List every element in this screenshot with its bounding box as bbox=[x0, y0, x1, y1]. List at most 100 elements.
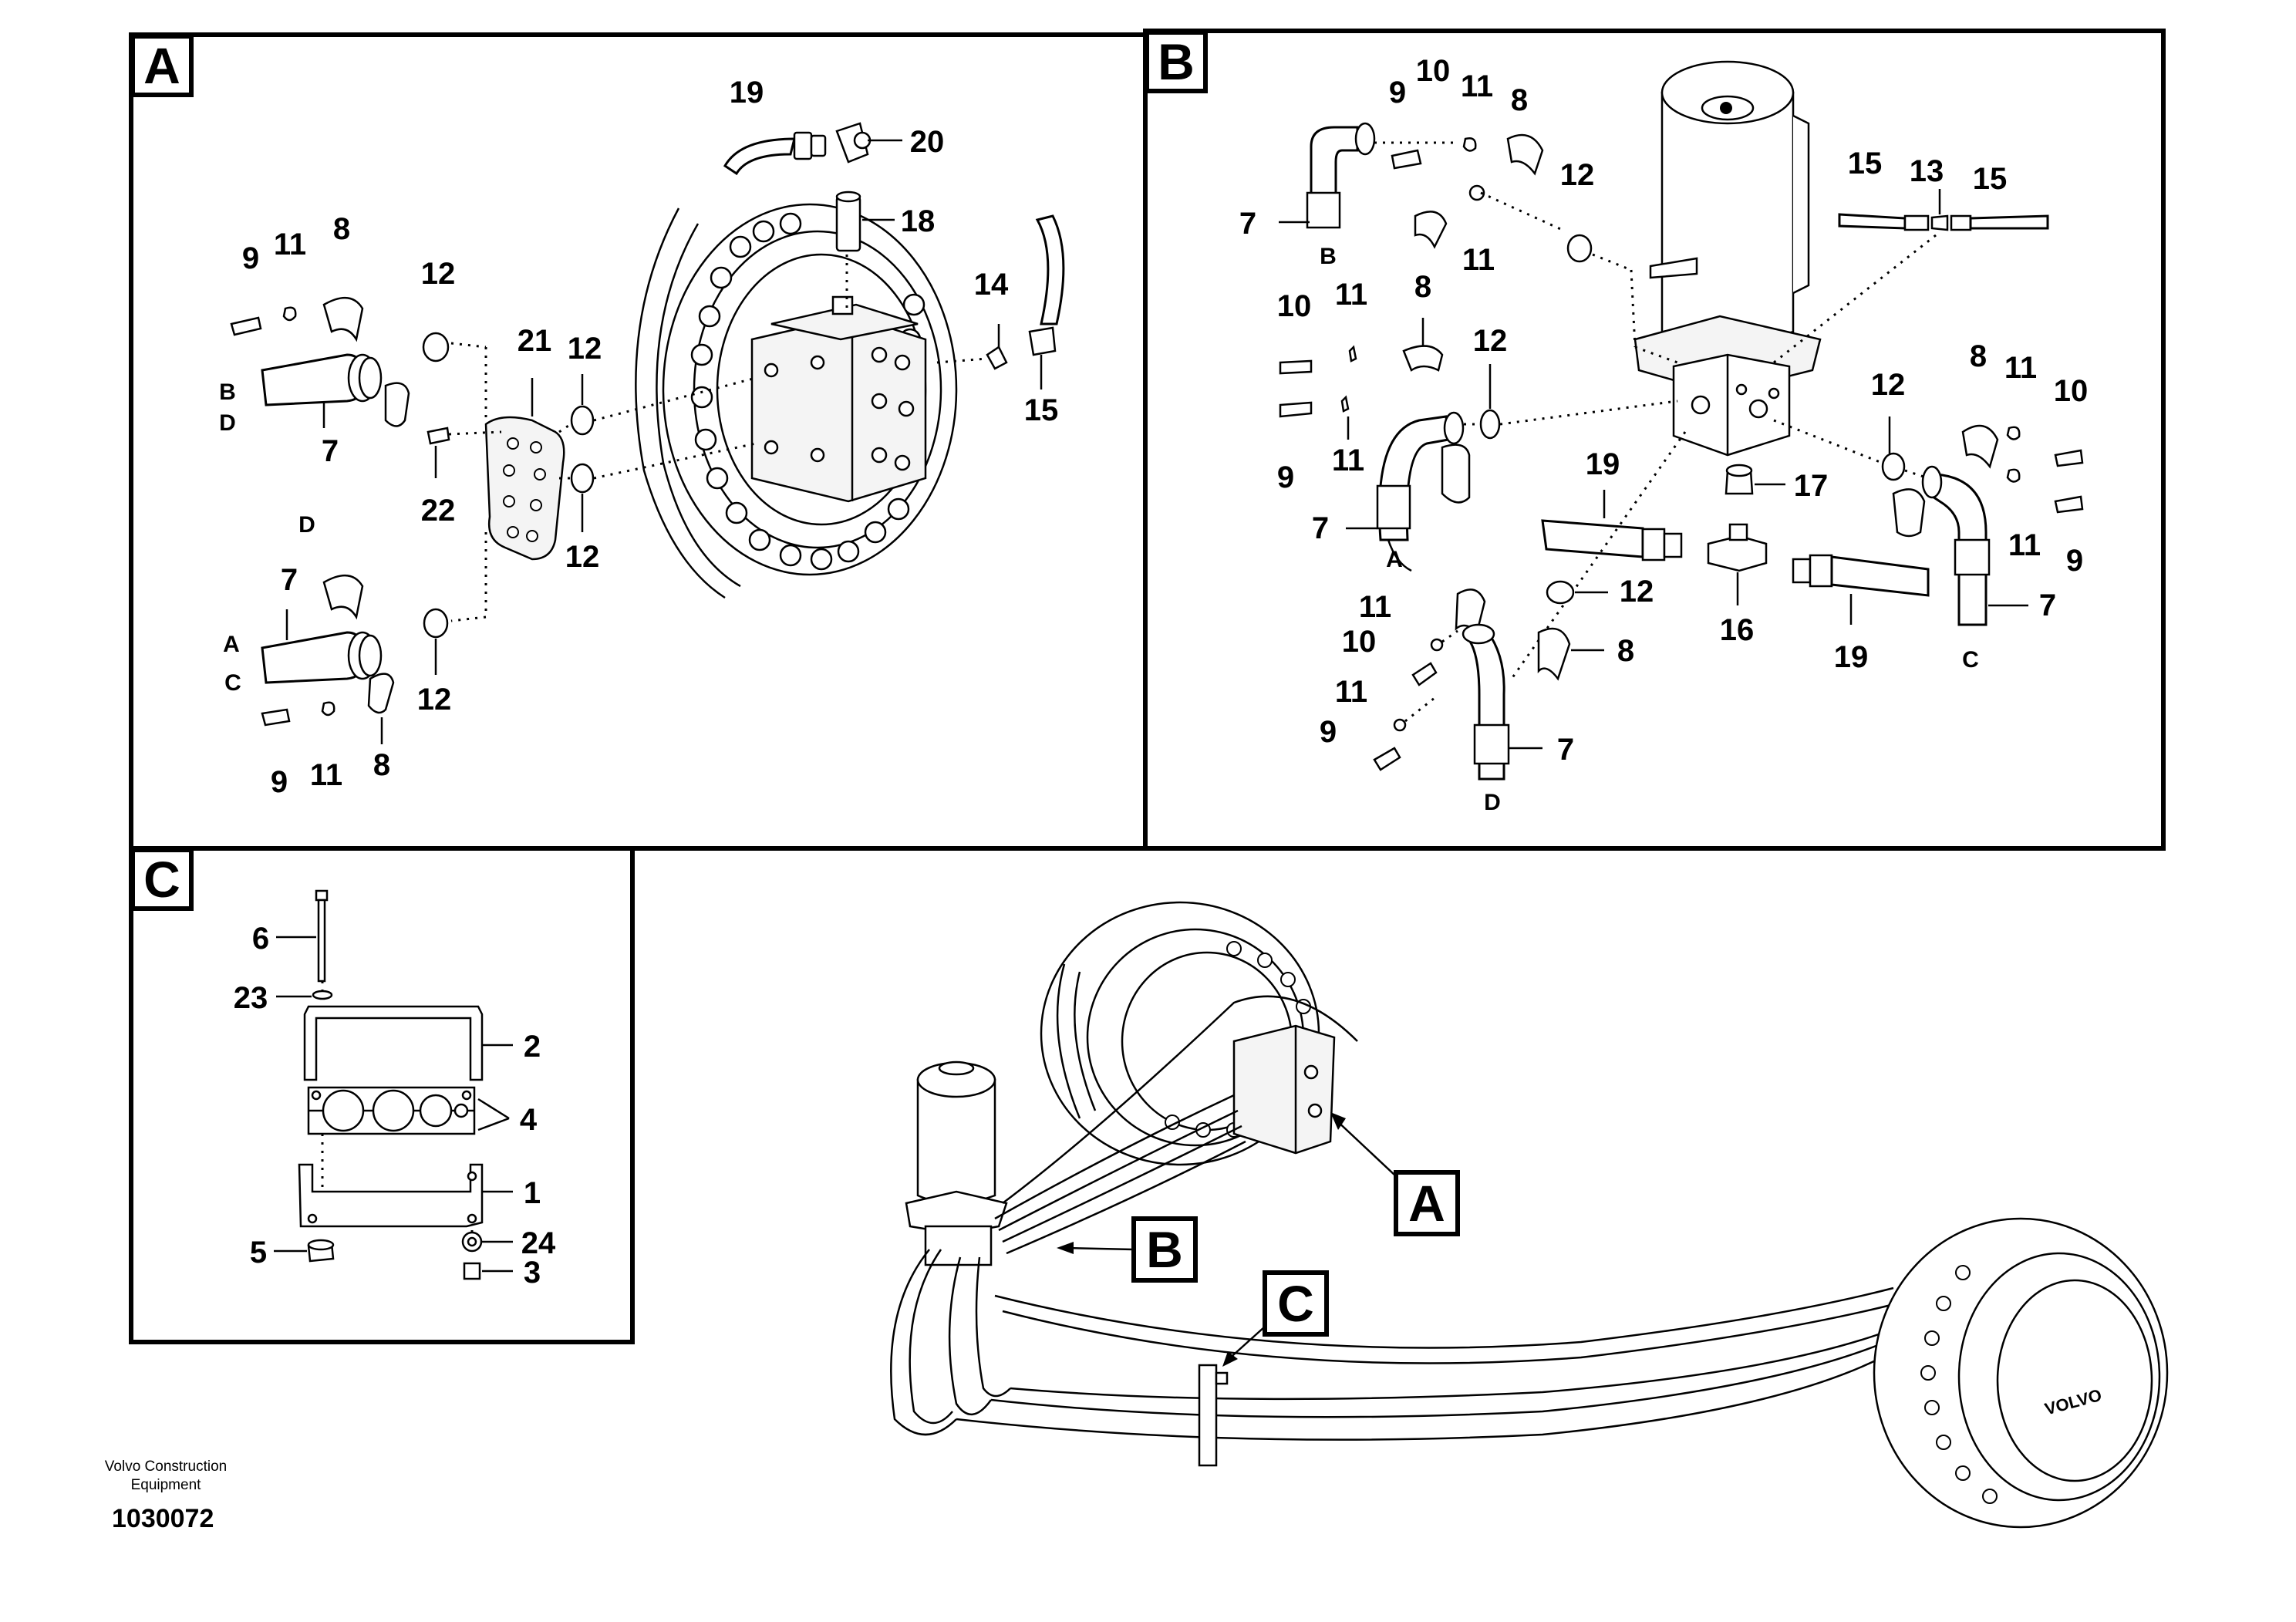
callout-a-12-1: 12 bbox=[421, 257, 456, 291]
washer-11-b2 bbox=[1468, 184, 1485, 201]
oring-12-b2 bbox=[1479, 409, 1501, 440]
callout-a-12-4: 12 bbox=[417, 683, 452, 717]
callout-b-12-2: 12 bbox=[1473, 324, 1508, 358]
callout-a-20: 20 bbox=[910, 125, 945, 159]
port-b-c: C bbox=[1962, 647, 1979, 673]
clamp-8-b6 bbox=[1892, 488, 1926, 538]
hose-19-right bbox=[1830, 555, 1930, 597]
callout-b-8-3: 8 bbox=[1970, 339, 1987, 373]
hose-19-left bbox=[1541, 519, 1644, 558]
panel-a-label-box bbox=[130, 34, 194, 97]
callout-a-14: 14 bbox=[974, 268, 1009, 302]
panel-b: B bbox=[1143, 29, 2166, 851]
callout-c-2: 2 bbox=[524, 1030, 541, 1064]
panel-b-callouts: 10 9 11 8 7 12 11 15 13 15 10 11 8 12 9 … bbox=[1239, 54, 2088, 815]
bolt-10-b3 bbox=[2054, 449, 2084, 467]
callout-b-11-4: 11 bbox=[1332, 443, 1364, 477]
panel-c: C bbox=[129, 846, 635, 1344]
callout-a-8-bottom: 8 bbox=[373, 748, 390, 782]
panel-c-label: C bbox=[143, 851, 180, 908]
pointer-a-box bbox=[1394, 1170, 1460, 1236]
washer-11-top bbox=[282, 306, 297, 322]
swivel-joint-drawing bbox=[1633, 60, 1822, 457]
panel-a: A bbox=[129, 32, 1148, 851]
oring-12-a3 bbox=[570, 463, 595, 494]
callout-a-22: 22 bbox=[421, 494, 456, 528]
port-a-a: A bbox=[223, 632, 240, 657]
hose-7-bd bbox=[261, 353, 364, 406]
panel-a-callouts: 19 20 18 9 11 8 12 21 12 14 15 7 22 12 7… bbox=[219, 76, 1058, 799]
panel-a-frame bbox=[129, 32, 1148, 851]
screw-22 bbox=[426, 427, 450, 445]
callout-b-11-2: 11 bbox=[1462, 243, 1495, 277]
clamp-8-b4 bbox=[1441, 443, 1471, 504]
callout-b-12-1: 12 bbox=[1560, 158, 1595, 192]
fitting-18 bbox=[835, 195, 861, 252]
bolt-9-top bbox=[230, 316, 262, 336]
hose-7-ac bbox=[261, 631, 364, 684]
washer-11-b6 bbox=[2006, 468, 2021, 483]
port-a-b: B bbox=[219, 379, 236, 405]
callout-c-24: 24 bbox=[521, 1226, 556, 1260]
callout-b-16: 16 bbox=[1720, 613, 1755, 647]
hose-19-drawing bbox=[723, 137, 796, 176]
panel-a-label: A bbox=[143, 37, 180, 94]
bolt-9-b4 bbox=[1373, 747, 1401, 771]
callout-b-11-7: 11 bbox=[1359, 590, 1391, 624]
screw-3 bbox=[463, 1262, 481, 1280]
callout-b-8-4: 8 bbox=[1617, 634, 1634, 668]
callout-c-4: 4 bbox=[520, 1103, 538, 1137]
callout-b-13: 13 bbox=[1910, 154, 1944, 188]
tee-13 bbox=[1930, 214, 1949, 231]
bolt-10-b4 bbox=[1411, 662, 1438, 686]
callout-a-19: 19 bbox=[730, 76, 764, 110]
bolt-9-b1 bbox=[1391, 149, 1422, 170]
clamp-8-top bbox=[322, 297, 364, 342]
bolt-9-bottom bbox=[261, 708, 291, 727]
callout-a-12-3: 12 bbox=[565, 540, 600, 574]
panel-c-frame bbox=[129, 846, 635, 1344]
hose-15-left bbox=[1838, 213, 1907, 230]
hose-15-right bbox=[1969, 214, 2049, 230]
oring-12-a4 bbox=[423, 608, 449, 639]
bolt-6 bbox=[315, 889, 329, 902]
callout-b-9-4: 9 bbox=[1320, 715, 1337, 749]
callout-c-23: 23 bbox=[234, 981, 268, 1015]
callout-b-9-2: 9 bbox=[1277, 460, 1294, 494]
washer-11-bottom bbox=[321, 701, 335, 717]
callout-b-11-8: 11 bbox=[1335, 675, 1367, 709]
callout-b-12-3: 12 bbox=[1871, 368, 1906, 402]
callout-b-10-3: 10 bbox=[2054, 374, 2089, 408]
hose-15-drawing bbox=[1035, 214, 1065, 325]
callout-b-7-1: 7 bbox=[1239, 207, 1256, 241]
callout-b-7-2: 7 bbox=[1312, 511, 1329, 545]
callout-b-15-1: 15 bbox=[1848, 147, 1883, 180]
callout-b-19-2: 19 bbox=[1834, 640, 1869, 674]
callout-a-7-bottom: 7 bbox=[281, 563, 298, 597]
oring-12-b1 bbox=[1566, 234, 1593, 263]
pointer-a-label: A bbox=[1408, 1175, 1445, 1232]
callout-a-12-2: 12 bbox=[568, 332, 602, 366]
callout-a-11-top: 11 bbox=[274, 228, 306, 261]
callout-a-21: 21 bbox=[518, 324, 552, 358]
pointer-b-box bbox=[1131, 1216, 1198, 1283]
callout-c-5: 5 bbox=[250, 1236, 267, 1270]
washer-11-b3 bbox=[1348, 345, 1357, 363]
callout-c-3: 3 bbox=[524, 1256, 541, 1290]
base-plate-1 bbox=[298, 1163, 484, 1228]
washer-23 bbox=[312, 990, 333, 1000]
washer-11-b5 bbox=[2006, 426, 2021, 440]
callout-a-7-top: 7 bbox=[322, 434, 339, 468]
callout-a-11-bottom: 11 bbox=[310, 758, 342, 792]
port-a-d2: D bbox=[298, 512, 315, 538]
overview-motor-lower bbox=[1873, 1217, 2169, 1529]
overview-clamp bbox=[1198, 1364, 1218, 1467]
company-name-line1: Volvo Construction bbox=[104, 1458, 228, 1475]
company-name-line2: Equipment bbox=[130, 1477, 201, 1493]
washer-11-b7 bbox=[1430, 638, 1444, 652]
pointer-b-label: B bbox=[1146, 1221, 1183, 1278]
callout-b-7-3: 7 bbox=[2039, 588, 2056, 622]
callout-a-9-bottom: 9 bbox=[271, 765, 288, 799]
callout-b-15-2: 15 bbox=[1973, 162, 2008, 196]
cover-2 bbox=[303, 1005, 484, 1081]
